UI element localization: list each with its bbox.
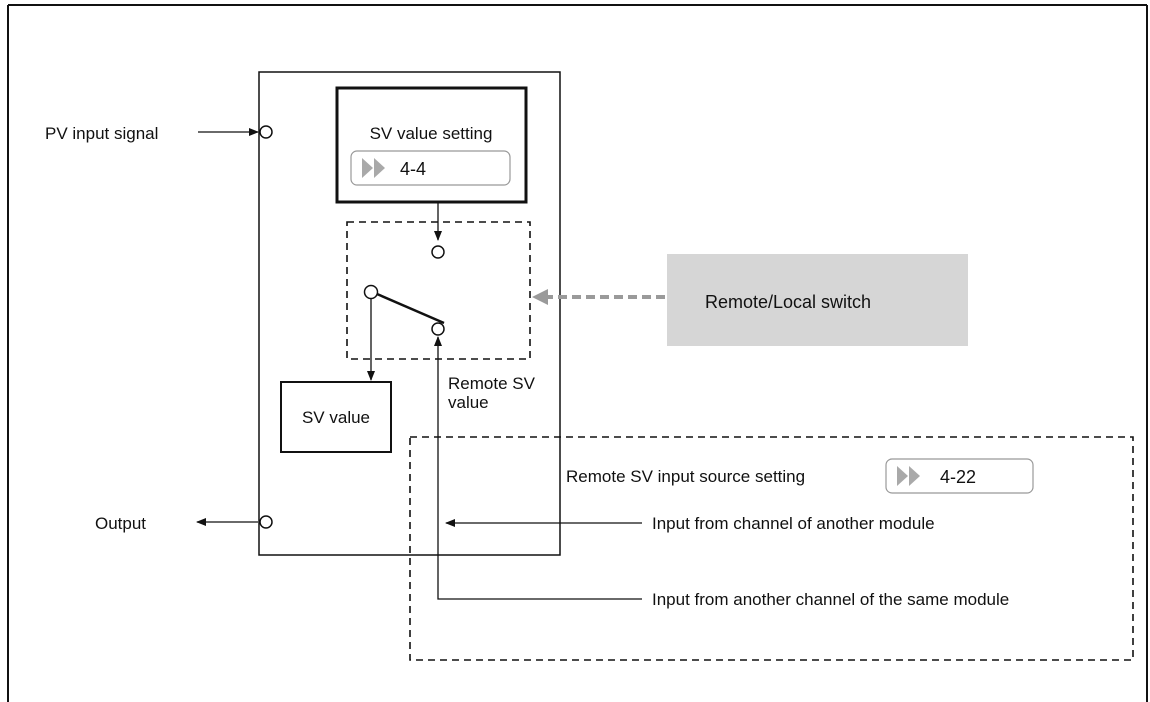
double-play-arrow-icon (897, 466, 920, 486)
output-label: Output (95, 514, 146, 533)
remote-local-arrowhead (532, 289, 548, 305)
switch-local-terminal (431, 245, 445, 259)
double-play-arrow-icon (362, 158, 385, 178)
switch-remote-terminal (431, 322, 445, 336)
remote-source-dashed-box (409, 436, 1134, 661)
sv-value-label: SV value (302, 408, 370, 427)
remote-sv-label-line1: Remote SV (448, 374, 536, 393)
same-module-label: Input from another channel of the same m… (652, 590, 1009, 609)
sv-setting-ref-number: 4-4 (400, 159, 426, 179)
switch-common-terminal (363, 284, 379, 300)
pv-input-label: PV input signal (45, 124, 158, 143)
module-box (258, 71, 561, 556)
remote-sv-label-line2: value (448, 393, 489, 412)
remote-source-label: Remote SV input source setting (566, 467, 805, 486)
remote-source-ref-number: 4-22 (940, 467, 976, 487)
pv-input-terminal (259, 125, 273, 139)
other-module-label: Input from channel of another module (652, 514, 935, 533)
sv-setting-ref-badge (350, 150, 511, 186)
sv-value-box (280, 381, 392, 453)
same-module-line (434, 336, 642, 600)
remote-local-switch-label: Remote/Local switch (705, 292, 871, 312)
remote-source-ref-badge (885, 458, 1034, 494)
sv-value-setting-box (335, 86, 528, 204)
sv-value-setting-label: SV value setting (370, 124, 493, 143)
switch-lever (376, 292, 445, 325)
remote-local-switch-box (667, 254, 968, 346)
output-terminal (259, 515, 273, 529)
